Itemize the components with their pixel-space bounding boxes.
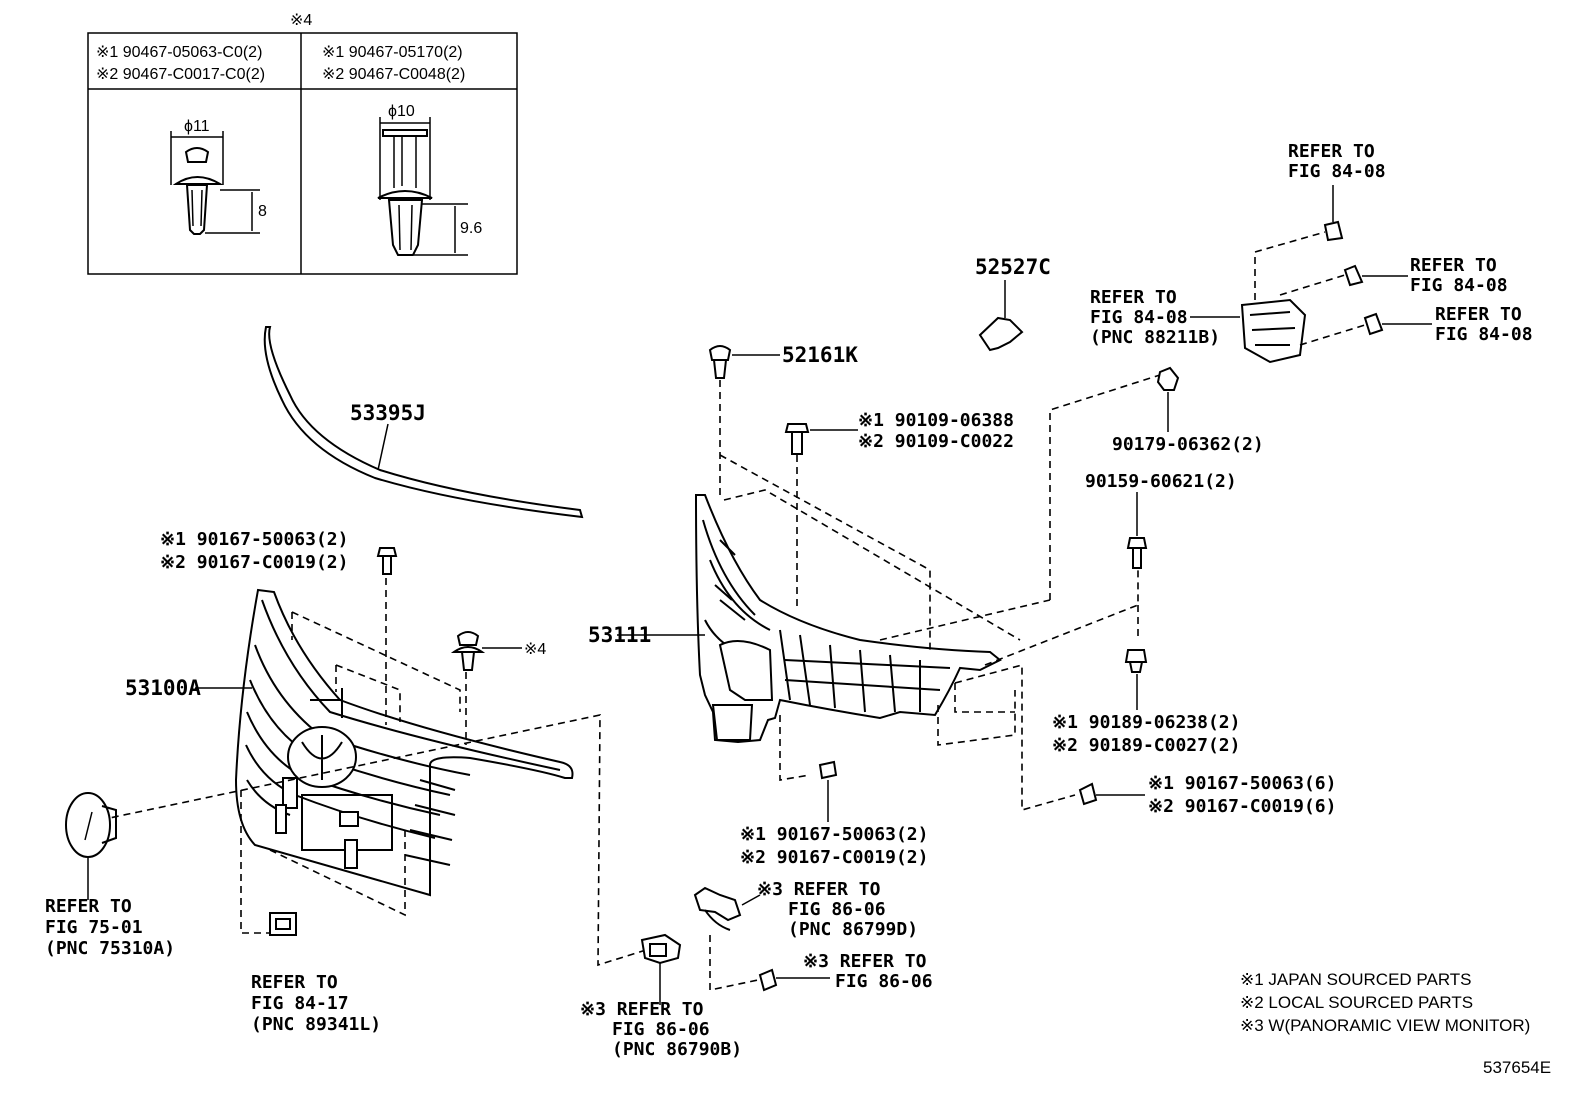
clip2-diameter: ϕ10 xyxy=(388,103,415,120)
grommet-90189[interactable]: ※1 90189-06238(2) ※2 90189-C0027(2) xyxy=(1052,649,1240,756)
sensor-ref-line2: FIG 84-08 xyxy=(1090,307,1188,328)
emblem-ref-line1: REFER TO xyxy=(45,896,132,917)
cam-screw-ref-line1: ※3 REFER TO xyxy=(803,951,927,972)
grommet-line1: ※1 90189-06238(2) xyxy=(1052,712,1240,733)
clip-top-line2: ※2 90167-C0019(2) xyxy=(160,552,348,573)
bolt-90109-line1: ※1 90109-06388 xyxy=(858,410,1014,431)
legend: ※1 JAPAN SOURCED PARTS ※2 LOCAL SOURCED … xyxy=(1240,970,1530,1035)
camera-harness-86799D[interactable]: ※3 REFER TO FIG 86-06 (PNC 86799D) xyxy=(693,879,918,940)
bracket-ref-line1: REFER TO xyxy=(251,972,338,993)
radiator-grille-53100A[interactable]: 53100A xyxy=(125,588,574,897)
right-screw-line1: ※1 90167-50063(6) xyxy=(1148,773,1336,794)
clip4-label: ※4 xyxy=(524,641,546,658)
sensor-88211B[interactable]: REFER TO FIG 84-08 (PNC 88211B) xyxy=(1090,287,1307,364)
emblem-ref-line3: (PNC 75310A) xyxy=(45,938,175,959)
clip-note4[interactable]: ※4 xyxy=(450,631,546,671)
sensor-ref-line1: REFER TO xyxy=(1090,287,1177,308)
inset-col2-line1: ※1 90467-05170(2) xyxy=(322,44,463,61)
screw-ref-right1[interactable]: REFER TO FIG 84-08 xyxy=(1343,255,1508,296)
screw-90167-bottom[interactable]: ※1 90167-50063(2) ※2 90167-C0019(2) xyxy=(740,760,928,868)
clip-phi10-drawing: ϕ10 9.6 xyxy=(377,103,482,256)
ref-top-line2: FIG 84-08 xyxy=(1288,161,1386,182)
grille-support-53111[interactable]: 53111 xyxy=(588,494,1002,744)
harness-ref-line3: (PNC 86799D) xyxy=(788,919,918,940)
screw-90167-right[interactable]: ※1 90167-50063(6) ※2 90167-C0019(6) xyxy=(1078,773,1336,817)
legend-item-1: ※1 JAPAN SOURCED PARTS xyxy=(1240,970,1472,989)
sensor-ref-line3: (PNC 88211B) xyxy=(1090,327,1220,348)
screw-ref-top[interactable]: REFER TO FIG 84-08 xyxy=(1288,141,1386,242)
part-52527C-label: 52527C xyxy=(975,255,1051,279)
support-dashed-leaders xyxy=(709,374,1161,991)
camera-ref-line3: (PNC 86790B) xyxy=(612,1039,742,1060)
ref-right2-line2: FIG 84-08 xyxy=(1435,324,1533,345)
ref-right2-line1: REFER TO xyxy=(1435,304,1522,325)
nut-90179[interactable]: 90179-06362(2) xyxy=(1112,366,1264,455)
nut-90179-label: 90179-06362(2) xyxy=(1112,434,1264,455)
inset-col1-line1: ※1 90467-05063-C0(2) xyxy=(96,44,262,61)
screw-90159[interactable]: 90159-60621(2) xyxy=(1085,471,1237,569)
right-screw-line2: ※2 90167-C0019(6) xyxy=(1148,796,1336,817)
screw-90167-top[interactable]: ※1 90167-50063(2) ※2 90167-C0019(2) xyxy=(160,529,398,575)
bracket-ref[interactable]: REFER TO FIG 84-17 (PNC 89341L) xyxy=(251,912,381,1035)
clip-52161K[interactable]: 52161K xyxy=(708,343,858,379)
bolt-90109[interactable]: ※1 90109-06388 ※2 90109-C0022 xyxy=(784,410,1014,455)
screw-90159-label: 90159-60621(2) xyxy=(1085,471,1237,492)
emblem-ref[interactable]: REFER TO FIG 75-01 (PNC 75310A) xyxy=(45,792,175,959)
harness-ref-line1: ※3 REFER TO xyxy=(757,879,881,900)
screw-ref-right2[interactable]: REFER TO FIG 84-08 xyxy=(1363,304,1533,345)
grille-dashed-leaders xyxy=(99,566,663,967)
part-53100A-label: 53100A xyxy=(125,676,201,700)
clip2-length: 9.6 xyxy=(460,220,482,237)
ref-right1-line1: REFER TO xyxy=(1410,255,1497,276)
camera-ref-line1: ※3 REFER TO xyxy=(580,999,704,1020)
part-53395J-label: 53395J xyxy=(350,401,426,425)
clip1-length: 8 xyxy=(258,203,267,220)
legend-item-3: ※3 W(PANORAMIC VIEW MONITOR) xyxy=(1240,1016,1530,1035)
bolt-90109-line2: ※2 90109-C0022 xyxy=(858,431,1014,452)
bracket-ref-line2: FIG 84-17 xyxy=(251,993,349,1014)
diagram-code: 537654E xyxy=(1483,1058,1551,1077)
legend-item-2: ※2 LOCAL SOURCED PARTS xyxy=(1240,993,1473,1012)
ref-top-line1: REFER TO xyxy=(1288,141,1375,162)
clip1-diameter: ϕ11 xyxy=(184,118,210,135)
clip-detail-inset: ※4 ※1 90467-05063-C0(2) ※2 90467-C0017-C… xyxy=(87,12,518,275)
bottom-screw-line2: ※2 90167-C0019(2) xyxy=(740,847,928,868)
inset-header: ※4 xyxy=(290,12,312,29)
cam-screw-ref-line2: FIG 86-06 xyxy=(835,971,933,992)
harness-ref-line2: FIG 86-06 xyxy=(788,899,886,920)
part-52161K-label: 52161K xyxy=(782,343,858,367)
grommet-line2: ※2 90189-C0027(2) xyxy=(1052,735,1240,756)
clip-top-line1: ※1 90167-50063(2) xyxy=(160,529,348,550)
clip-phi11-drawing: ϕ11 8 xyxy=(170,118,267,235)
bracket-ref-line3: (PNC 89341L) xyxy=(251,1014,381,1035)
camera-ref-line2: FIG 86-06 xyxy=(612,1019,710,1040)
camera-screw-ref[interactable]: ※3 REFER TO FIG 86-06 xyxy=(758,951,933,992)
inset-col2-line2: ※2 90467-C0048(2) xyxy=(322,66,465,83)
bottom-screw-line1: ※1 90167-50063(2) xyxy=(740,824,928,845)
bracket-52527C[interactable]: 52527C xyxy=(975,255,1051,352)
inset-col1-line2: ※2 90467-C0017-C0(2) xyxy=(96,66,265,83)
camera-86790B[interactable]: ※3 REFER TO FIG 86-06 (PNC 86790B) xyxy=(580,933,742,1060)
ref-right1-line2: FIG 84-08 xyxy=(1410,275,1508,296)
part-53111-label: 53111 xyxy=(588,623,651,647)
emblem-ref-line2: FIG 75-01 xyxy=(45,917,143,938)
molding-53395J[interactable]: 53395J xyxy=(263,326,584,519)
